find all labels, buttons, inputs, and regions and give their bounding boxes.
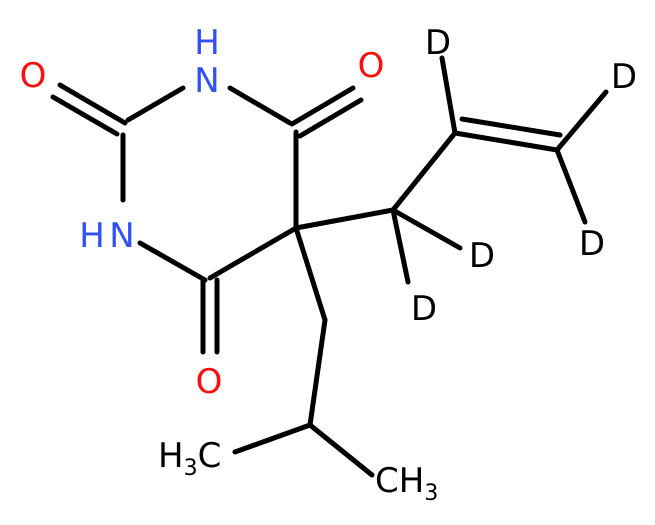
methyl-right-subscript: 3 [424, 481, 438, 506]
bond-n3-c4 [137, 240, 208, 283]
methyl-left-subscript: 3 [184, 456, 198, 481]
methyl-label-right: CH3 [375, 461, 438, 506]
bonds [50, 55, 609, 478]
atom-label-n3-h: H [79, 216, 105, 256]
bond-c2-n1 [125, 85, 186, 123]
bond-ch-ch3-left [232, 422, 313, 455]
atom-label-d-allyl-ch2-b: D [411, 289, 437, 329]
atom-label-oxygen-left: O [20, 56, 47, 96]
atom-label-oxygen-bottom: O [196, 362, 223, 402]
atom-label-n1: N [194, 61, 219, 101]
atom-label-d-allyl-ch2-a: D [469, 236, 495, 276]
atom-label-d-vinyl-ch: D [425, 23, 451, 63]
bond-c5-ch2 [293, 207, 396, 231]
bond-n1-c6 [227, 85, 293, 126]
atom-label-n3: N [109, 216, 134, 256]
bond-ch-d-up [439, 55, 458, 136]
bond-c6-o-double-a [289, 85, 356, 127]
methyl-left-c: C [198, 436, 222, 476]
bond-c4-c5 [207, 225, 299, 281]
bond-ch2term-d-up [554, 89, 609, 153]
bond-ch2-ch [390, 130, 458, 213]
atom-label-n1-h: H [194, 23, 220, 63]
atom-label-d-vinyl-term-top: D [611, 57, 637, 97]
methyl-label-left: H3C [158, 436, 221, 481]
bond-ch-ch2-double-b [459, 116, 563, 138]
bond-ch-ch3-right [307, 422, 375, 478]
bond-c5-ch2-isobutyl [293, 225, 328, 323]
bond-ch2term-d-down [554, 147, 588, 225]
bond-c2-o-double-b [50, 94, 120, 137]
bond-ch-ch2-double-a [452, 130, 560, 153]
bond-ch2-d-down [390, 207, 411, 285]
bond-c6-o-double-b [297, 97, 364, 139]
atom-label-d-vinyl-term-bottom: D [579, 224, 605, 264]
methyl-right-ch: CH [375, 461, 424, 501]
bond-ch2-d-right [390, 207, 463, 251]
bond-c2-o-double-a [57, 82, 128, 126]
methyl-left-h: H [158, 436, 184, 476]
methyl-labels: H3C CH3 [158, 436, 438, 506]
bond-ch2-ch-isobutyl [307, 317, 328, 428]
atom-labels: H N H N O O O D D D D D [20, 23, 637, 402]
atom-label-oxygen-top-right: O [358, 46, 385, 86]
